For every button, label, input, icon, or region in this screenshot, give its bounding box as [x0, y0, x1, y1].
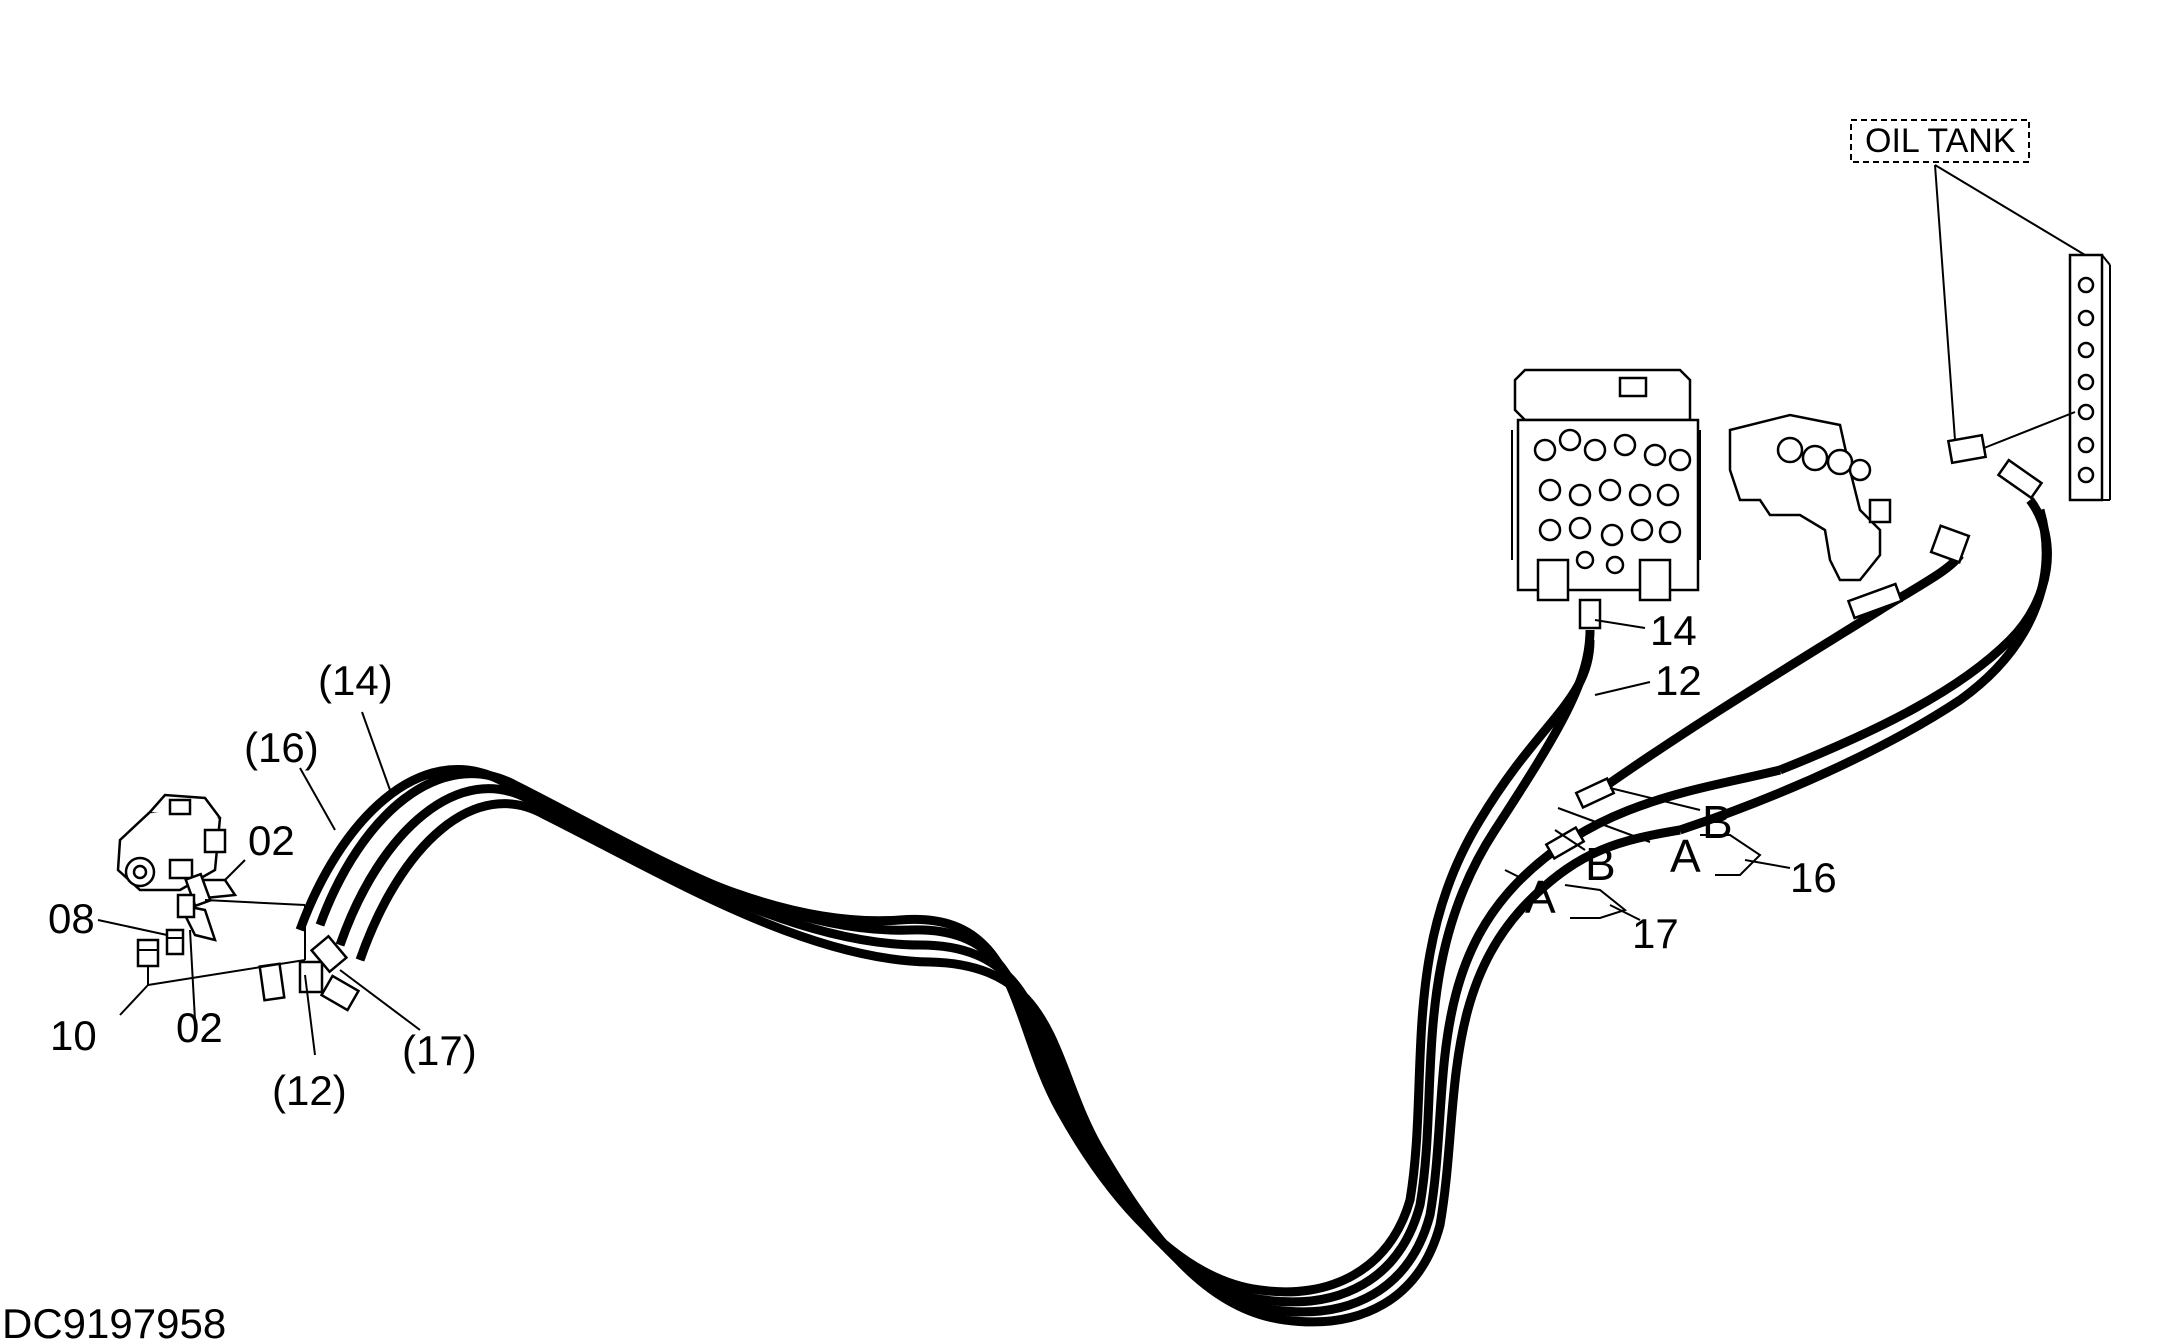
label-a-upper: A [1670, 830, 1701, 882]
callout-14: 14 [1650, 607, 1697, 654]
elbow-fitting-02-top [184, 872, 238, 908]
callout-17-paren: (17) [402, 1027, 477, 1074]
hose-bundle [295, 458, 2052, 1327]
drawing-number: DC9197958 [2, 1300, 226, 1344]
hose-17 [355, 799, 1681, 1327]
hose-fitting-upper [1544, 458, 2044, 861]
auxiliary-valve-bracket [1728, 413, 1971, 582]
callout-08: 08 [48, 895, 95, 942]
callout-16: 16 [1790, 854, 1837, 901]
callout-16-paren: (16) [244, 724, 319, 771]
callout-10: 10 [50, 1012, 97, 1059]
callout-12: 12 [1655, 657, 1702, 704]
leader-lines [97, 164, 2086, 1056]
callout-14-paren: (14) [318, 657, 393, 704]
label-b-upper: B [1702, 796, 1733, 848]
elbow-fitting-02-bottom [176, 893, 217, 942]
label-b-lower: B [1585, 838, 1616, 890]
label-a-lower: A [1525, 871, 1556, 923]
pump-assembly [116, 793, 361, 1012]
fitting-08 [165, 928, 185, 956]
oil-tank-callout: OIL TANK [1850, 119, 2030, 163]
oil-tank [1946, 253, 2111, 502]
callout-12-paren: (12) [272, 1067, 347, 1114]
hose-to-right-valve [1597, 552, 1964, 794]
hose-to-oil-tank [1678, 497, 2052, 835]
fitting-10 [136, 938, 160, 968]
callout-02-top: 02 [248, 817, 295, 864]
callout-02-bottom: 02 [176, 1004, 223, 1051]
valve-ports [1533, 428, 1692, 575]
callout-17: 17 [1632, 910, 1679, 957]
control-valve-block [1511, 368, 1701, 602]
oil-tank-label: OIL TANK [1865, 122, 2016, 160]
